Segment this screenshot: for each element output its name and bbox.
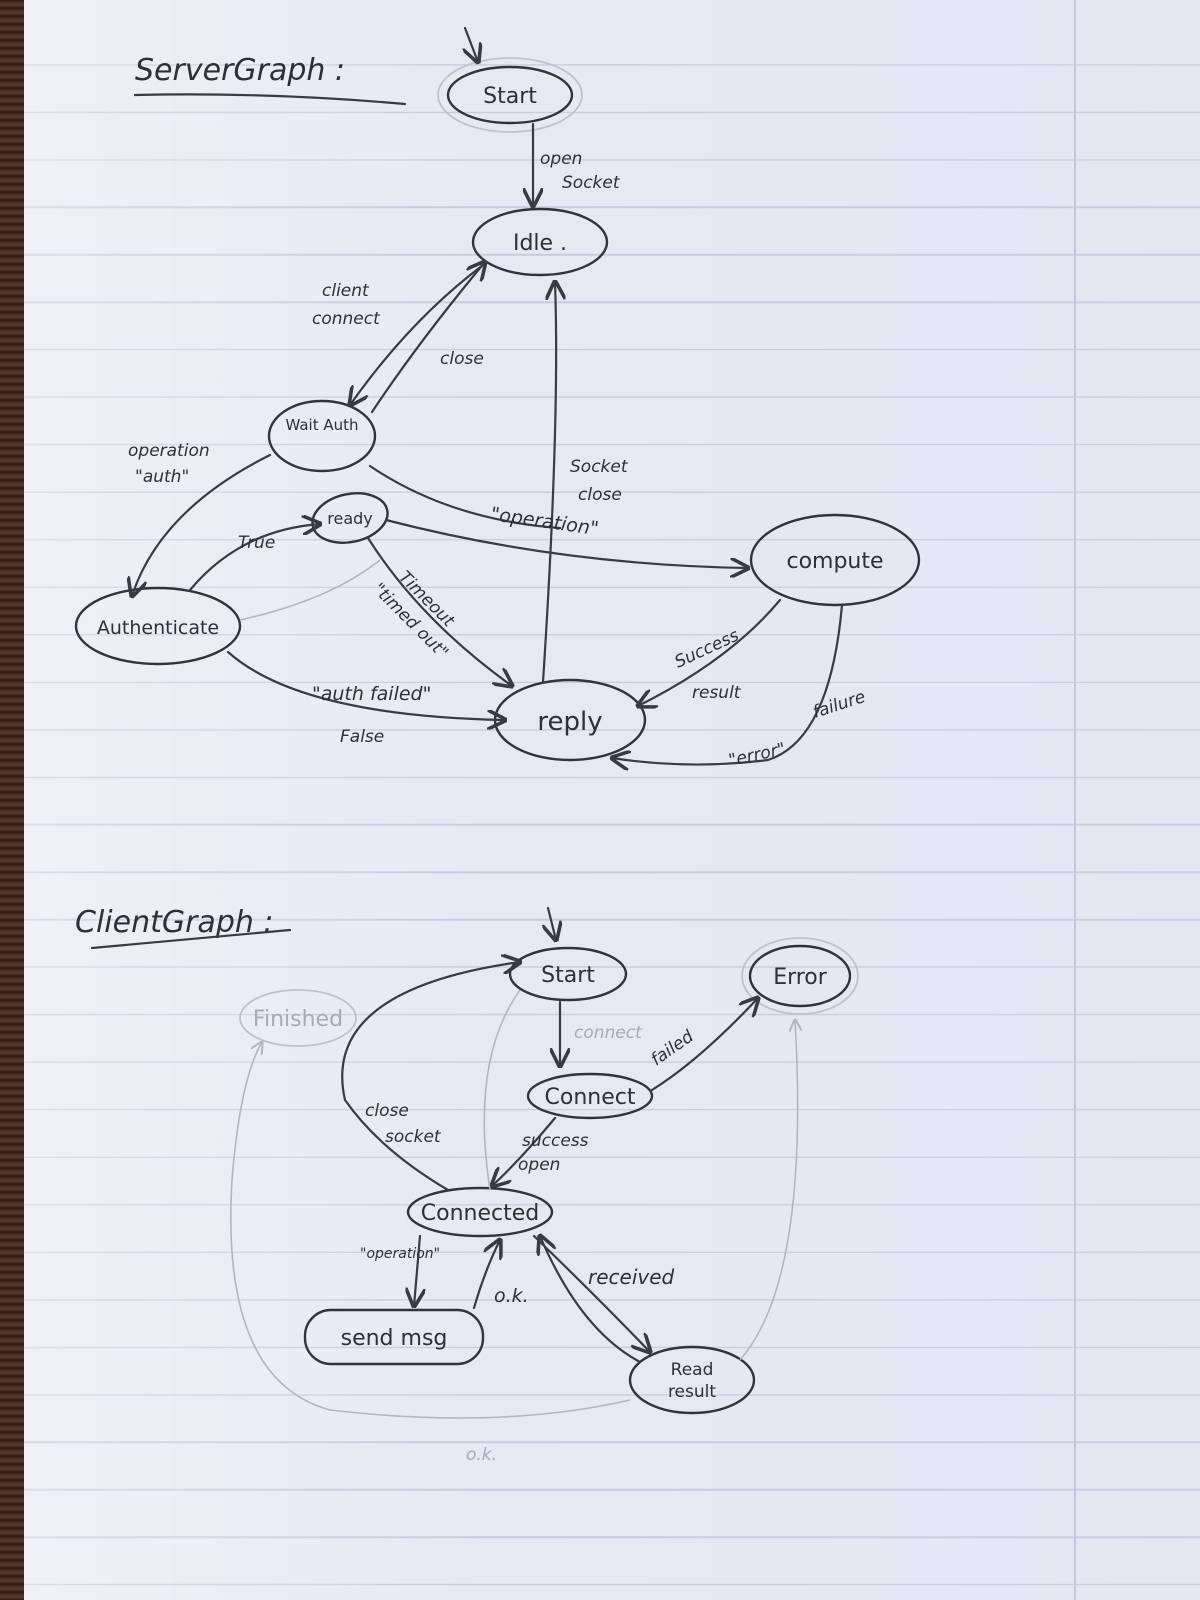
client-node-error-label: Error [773, 965, 828, 990]
client-label-open: open [518, 1155, 560, 1175]
server-edge-timeout [366, 536, 512, 686]
server-node-start: Start [437, 57, 583, 133]
server-label-failure: failure [810, 687, 868, 723]
server-faint-stroke [239, 559, 381, 621]
client-label-connect: connect [574, 1023, 643, 1043]
page-margin-line [1074, 0, 1076, 1600]
notebook-page [24, 0, 1200, 1600]
client-node-start: Start [508, 946, 628, 1002]
client-node-connect: Connect [526, 1072, 654, 1120]
server-edge-initial [465, 26, 478, 62]
server-node-reply-label: reply [537, 707, 602, 737]
client-title-underline [90, 928, 292, 950]
server-label-false: False [340, 727, 384, 747]
server-label-true: True [238, 533, 275, 553]
client-node-error: Error [741, 937, 859, 1015]
client-label-success: success [522, 1131, 589, 1151]
client-node-finished-faint: Finished [239, 989, 357, 1047]
client-node-start-label: Start [541, 963, 595, 988]
client-edge-initial [548, 906, 556, 940]
client-faint-edge-finished [230, 1042, 631, 1419]
server-label-connect: connect [312, 309, 381, 329]
client-label-received: received [588, 1265, 675, 1289]
server-node-wait-auth: Wait Auth [267, 399, 377, 473]
server-edge-true [188, 524, 320, 592]
client-edge-success-open [492, 1116, 557, 1186]
server-label-socket-close-1: Socket [570, 457, 629, 477]
client-node-read-label: Read [671, 1360, 714, 1380]
server-node-ready: ready [311, 492, 389, 544]
client-label-ok: o.k. [494, 1285, 529, 1307]
client-node-send-msg-label: send msg [341, 1326, 448, 1351]
server-edge-close [370, 262, 485, 414]
server-node-ready-label: ready [327, 509, 373, 528]
client-node-connected: Connected [406, 1186, 554, 1238]
server-edge-operation-auth [132, 453, 272, 596]
server-label-socket: Socket [562, 173, 621, 193]
server-edge-success-result [638, 598, 782, 706]
server-label-error: "error" [727, 739, 787, 771]
server-edge-auth-failed [226, 650, 505, 720]
client-faint-stroke [483, 989, 521, 1191]
server-label-operation-quoted: "operation" [489, 503, 600, 540]
server-node-idle: Idle . [471, 207, 609, 277]
client-edge-failed [650, 998, 758, 1092]
server-label-socket-close-2: close [578, 485, 622, 505]
server-label-close: close [440, 349, 484, 369]
server-title-underline [133, 93, 407, 106]
client-node-finished-label: Finished [253, 1007, 343, 1032]
server-edge-operation [384, 518, 748, 568]
server-node-start-label: Start [483, 84, 537, 109]
client-edge-operation [414, 1234, 420, 1306]
server-label-auth-failed: "auth failed" [312, 683, 431, 705]
client-node-connect-label: Connect [545, 1085, 636, 1110]
client-label-operation: "operation" [360, 1246, 440, 1262]
server-node-reply: reply [493, 678, 647, 762]
server-graph-title: ServerGraph : [135, 53, 345, 88]
server-edge-failure [612, 603, 844, 765]
server-node-wait-auth-label: Wait Auth [285, 416, 358, 434]
server-node-compute-label: compute [786, 549, 883, 574]
client-node-connected-label: Connected [421, 1201, 539, 1226]
server-label-client: client [322, 281, 370, 301]
server-node-idle-label: Idle . [513, 231, 567, 256]
client-edge-received [532, 1234, 650, 1352]
server-label-operation: operation [128, 441, 210, 461]
client-edge-close-socket [341, 962, 520, 1192]
client-label-faint-ok: o.k. [466, 1445, 497, 1465]
client-edge-ok [472, 1240, 500, 1310]
server-label-open: open [540, 149, 582, 169]
server-edge-wait-to-compute [368, 464, 562, 530]
client-graph: ClientGraph : Start Error Finished Conne… [75, 905, 859, 1465]
client-edge-read-back [540, 1236, 642, 1364]
client-node-read-result: Read result [628, 1345, 756, 1415]
client-label-socket: socket [385, 1127, 442, 1147]
client-node-send-msg: send msg [303, 1308, 485, 1366]
server-label-auth: "auth" [135, 467, 189, 487]
client-node-result-label: result [668, 1382, 716, 1402]
server-edge-socket-close [541, 282, 556, 684]
client-label-close: close [365, 1101, 409, 1121]
server-graph: ServerGraph : Start Idle . Wait Auth rea… [74, 26, 921, 771]
server-node-authenticate: Authenticate [74, 586, 242, 666]
server-node-compute: compute [749, 513, 921, 607]
client-faint-edge-error [739, 1020, 798, 1361]
server-label-result: result [692, 683, 742, 703]
server-node-authenticate-label: Authenticate [97, 617, 219, 639]
server-edge-client-connect [350, 263, 485, 405]
